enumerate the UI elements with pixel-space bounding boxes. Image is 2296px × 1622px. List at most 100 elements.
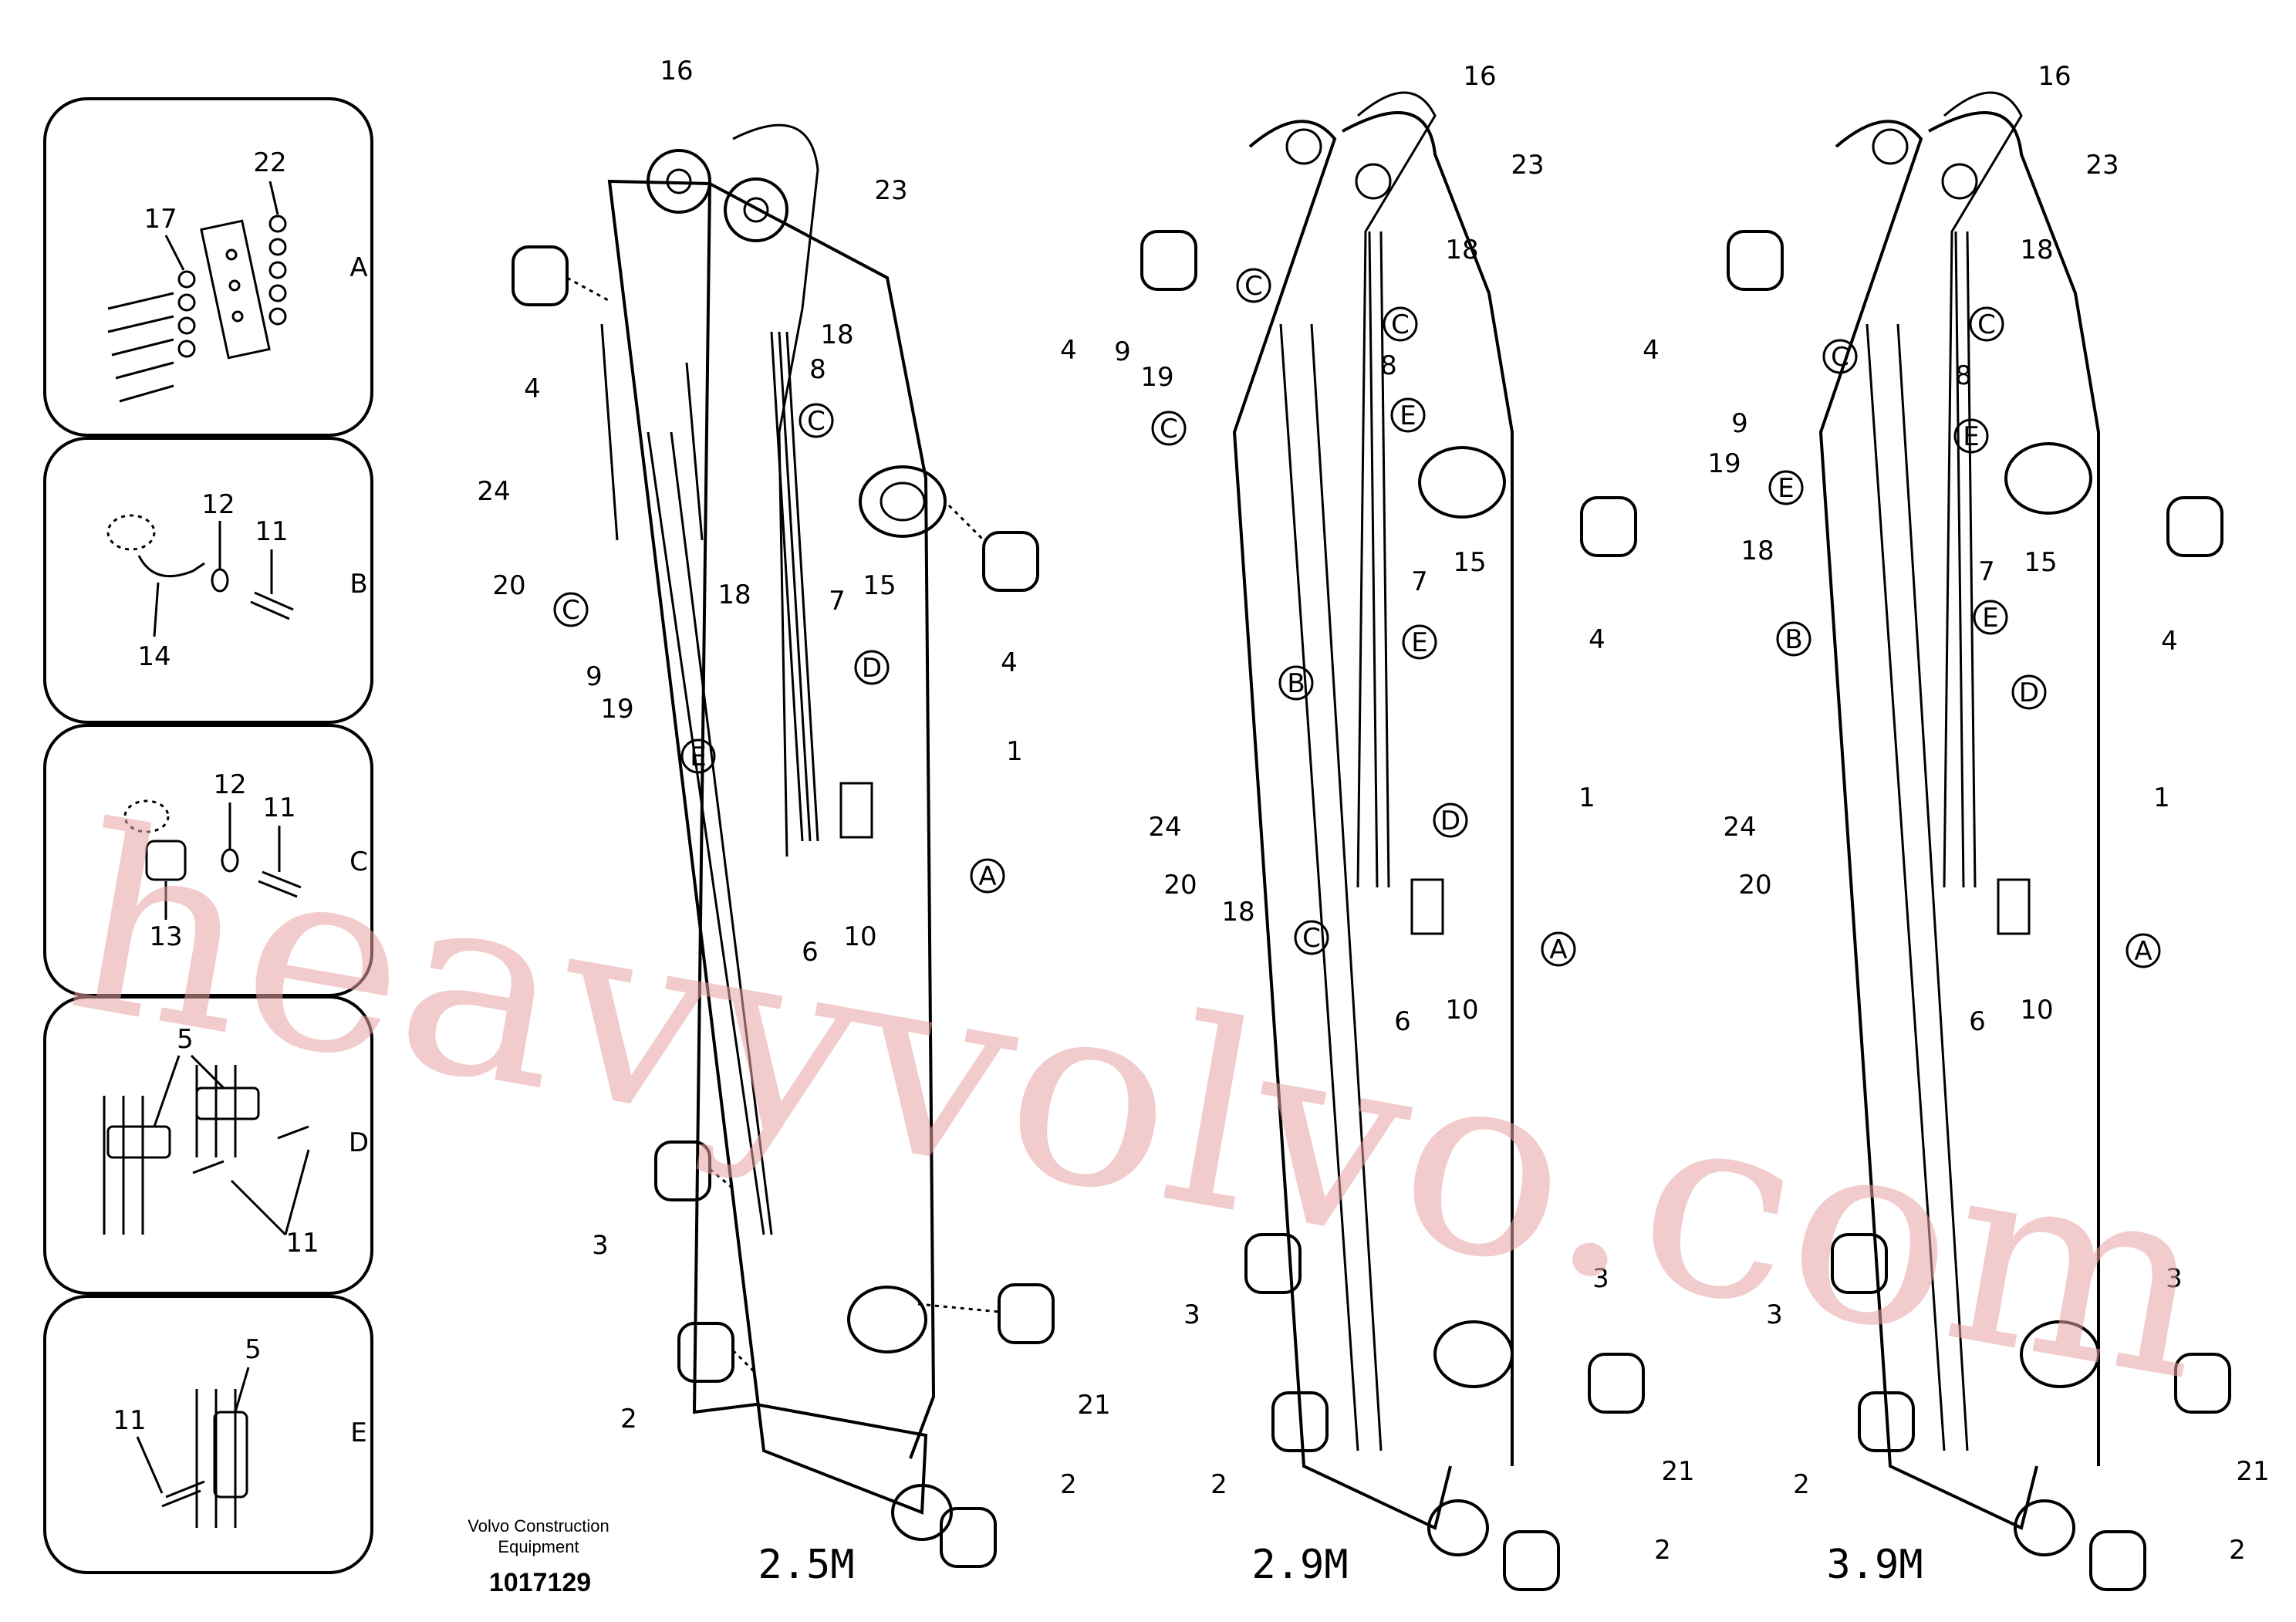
callout-18: 18 [718,580,751,610]
callout-11: 11 [255,516,288,547]
callout-21: 21 [1661,1456,1694,1487]
ref-c: C [1302,923,1321,954]
panel-letter: C [349,846,368,877]
callout-3: 3 [592,1230,609,1261]
view-2-5m: C C D E A 16 23 18 8 4 24 20 18 9 19 7 1… [477,56,1110,1588]
callout-3: 3 [1183,1299,1200,1330]
ref-e: E [1963,421,1979,452]
callout-15: 15 [1453,547,1486,578]
callout-13: 13 [149,921,182,952]
detail-panel-d: D 5 11 [43,995,373,1295]
callout-11: 11 [113,1405,146,1436]
callout-18: 18 [1445,235,1478,265]
callout-7: 7 [1978,556,1995,587]
callout-1: 1 [1006,736,1023,767]
ref-e: E [1778,473,1794,504]
callout-18: 18 [820,319,853,350]
callout-24: 24 [1723,812,1756,843]
callout-4: 4 [1643,335,1660,366]
callout-5: 5 [177,1024,194,1055]
callout-17: 17 [144,204,177,235]
ref-d: D [862,653,882,684]
callout-21: 21 [2236,1456,2269,1487]
callout-2: 2 [1654,1535,1671,1566]
callout-19: 19 [600,694,633,725]
view-2-9m: C C C E E B D C A 16 23 18 8 4 9 19 7 15… [1060,61,1695,1591]
callout-3: 3 [2166,1263,2183,1294]
panel-letter: B [349,569,367,600]
callout-4: 4 [1001,647,1018,678]
ref-a: A [2134,936,2152,967]
callout-21: 21 [1077,1390,1110,1421]
detail-panel-b: B 12 11 14 [43,437,373,724]
callout-20: 20 [1738,870,1771,901]
ref-e: E [1982,603,1998,634]
ref-e: E [690,742,706,772]
callout-23: 23 [874,175,907,206]
callout-6: 6 [802,937,819,968]
callout-22: 22 [253,147,286,178]
callout-4: 4 [2161,626,2178,657]
callout-9: 9 [586,661,603,692]
callout-3: 3 [1592,1263,1609,1294]
ref-c: C [1160,414,1178,444]
callout-8: 8 [1380,350,1397,381]
ref-c: C [807,406,826,437]
callout-18: 18 [1741,536,1774,566]
panel-letter: D [349,1127,369,1158]
callout-19: 19 [1140,362,1173,393]
callout-11: 11 [285,1228,319,1259]
callout-14: 14 [137,641,171,672]
callout-18: 18 [2020,235,2053,265]
ref-c: C [1244,271,1263,302]
callout-19: 19 [1707,448,1741,479]
ref-d: D [2019,678,2039,708]
drawing-number: 1017129 [489,1568,591,1597]
callout-12: 12 [201,489,235,520]
variant-label: 3.9M [1826,1542,1923,1588]
callout-23: 23 [1511,150,1544,181]
variant-label: 2.5M [758,1542,854,1588]
detail-panel-a: A 22 17 [43,97,373,437]
ref-d: D [1440,806,1460,836]
callout-23: 23 [2085,150,2119,181]
callout-1: 1 [1578,782,1595,813]
detail-panel-c: C 12 11 13 [43,724,373,997]
ref-b: B [1287,668,1305,699]
ref-e: E [1411,627,1427,658]
callout-12: 12 [213,769,246,800]
callout-24: 24 [477,476,510,507]
callout-15: 15 [2024,547,2057,578]
callout-1: 1 [2153,782,2170,813]
callout-16: 16 [1463,61,1496,92]
callout-20: 20 [1163,870,1197,901]
ref-a: A [978,861,996,892]
variant-label: 2.9M [1251,1542,1348,1588]
detail-panel-e: E 5 11 [43,1295,373,1574]
callout-9: 9 [1731,408,1748,439]
callout-16: 16 [660,56,693,86]
callout-8: 8 [1955,360,1972,391]
callout-9: 9 [1114,336,1131,367]
callout-18: 18 [1221,897,1254,928]
view-3-9m: C C E E B E D A 16 23 18 8 4 9 19 18 7 1… [1643,61,2270,1591]
callout-2: 2 [1060,1469,1077,1500]
callout-4: 4 [1589,624,1606,655]
callout-15: 15 [863,570,896,601]
callout-2: 2 [1793,1469,1810,1500]
ref-b: B [1784,624,1802,655]
callout-11: 11 [262,792,295,823]
ref-c: C [1391,309,1410,340]
callout-16: 16 [2038,61,2071,92]
callout-2: 2 [1210,1469,1227,1500]
panel-letter: E [350,1418,366,1448]
callout-24: 24 [1148,812,1181,843]
ref-e: E [1400,400,1416,431]
callout-7: 7 [1411,566,1428,597]
watermark: heavyvolvo.com [51,771,2230,1438]
callout-10: 10 [2020,995,2053,1026]
callout-3: 3 [1766,1299,1783,1330]
callout-2: 2 [2229,1535,2246,1566]
